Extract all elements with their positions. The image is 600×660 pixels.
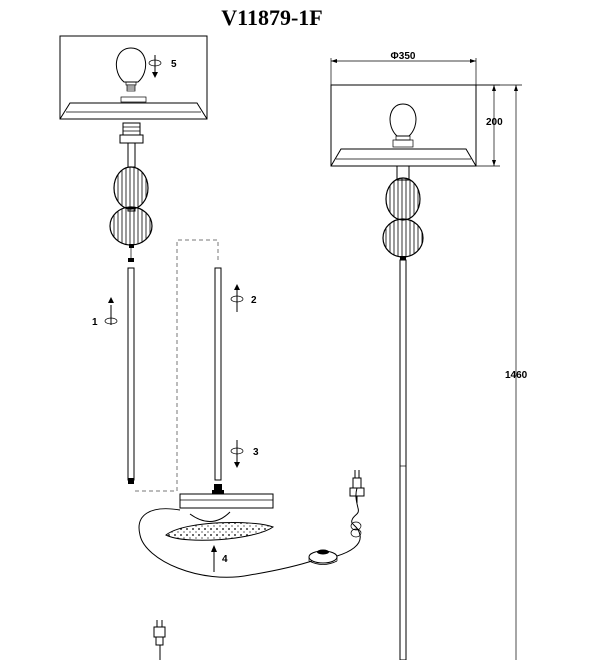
rotate-arrow-icon bbox=[104, 297, 118, 325]
glass-sphere-lower bbox=[109, 206, 153, 246]
shade-height-label: 200 bbox=[486, 117, 503, 128]
lamp-shade-exploded bbox=[59, 35, 208, 120]
bulb-icon bbox=[389, 103, 417, 148]
model-title: V11879-1F bbox=[221, 5, 322, 30]
base-cover bbox=[165, 522, 275, 541]
lamp-shade-assembled bbox=[330, 84, 477, 167]
dimension-total-height bbox=[476, 84, 522, 660]
sphere-bottom-nut bbox=[129, 244, 134, 248]
glass-sphere-upper-assembled bbox=[385, 177, 421, 221]
push-arrow-icon bbox=[211, 545, 217, 572]
assembled-view: Φ350 200 1460 bbox=[330, 51, 528, 660]
glass-sphere-lower-assembled bbox=[382, 218, 424, 258]
rotate-arrow-icon bbox=[230, 440, 244, 468]
power-cable bbox=[138, 508, 316, 578]
upper-rod bbox=[127, 267, 135, 484]
foot-switch-icon bbox=[308, 549, 338, 565]
dimension-shade-diameter bbox=[330, 58, 477, 85]
glass-sphere-upper bbox=[113, 166, 149, 210]
lamp-socket bbox=[119, 122, 144, 168]
step-5-label: 5 bbox=[171, 59, 177, 70]
plug-icon bbox=[349, 470, 365, 503]
step-3-label: 3 bbox=[253, 447, 259, 458]
step-1-label: 1 bbox=[92, 317, 98, 328]
middle-rod bbox=[214, 267, 222, 481]
assembled-rod bbox=[399, 259, 407, 660]
plug-icon bbox=[153, 620, 166, 660]
cable-coil bbox=[350, 528, 362, 538]
rotate-arrow-icon bbox=[148, 55, 162, 78]
base-plate bbox=[179, 484, 274, 522]
assembly-guide-dashed bbox=[135, 239, 219, 492]
total-height-label: 1460 bbox=[505, 370, 528, 381]
rotate-arrow-icon bbox=[230, 284, 244, 312]
step-2-label: 2 bbox=[251, 295, 257, 306]
shade-diameter-label: Φ350 bbox=[391, 51, 416, 62]
exploded-view: 5 1 bbox=[59, 35, 365, 660]
step-4-label: 4 bbox=[222, 554, 228, 565]
bulb-icon bbox=[115, 47, 147, 92]
cable-coil bbox=[350, 521, 362, 531]
